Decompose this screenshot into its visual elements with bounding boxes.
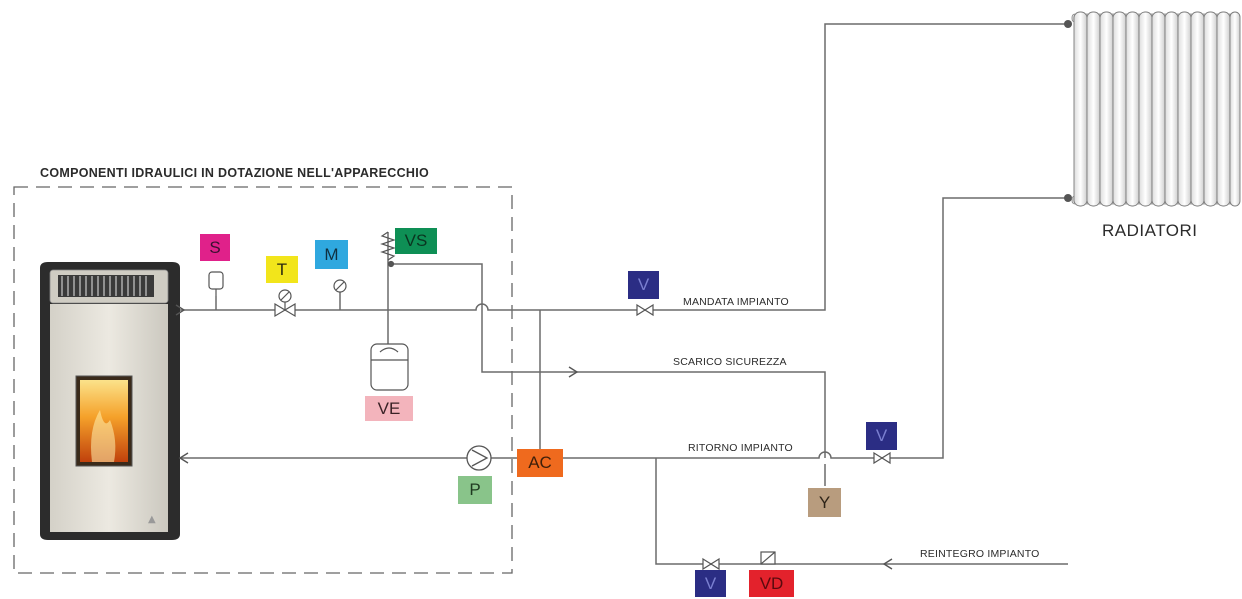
check-valve-icon — [760, 551, 776, 565]
component-v-supply-tag: V — [628, 271, 659, 299]
safety-discharge-pipe — [388, 263, 826, 458]
component-p-tag: P — [458, 476, 492, 504]
safety-valve-icon — [380, 231, 396, 268]
safety-discharge-label: SCARICO SICUREZZA — [673, 356, 787, 368]
flow-arrows — [175, 304, 893, 570]
supply-label: MANDATA IMPIANTO — [683, 296, 789, 308]
component-v-refill-tag: V — [695, 570, 726, 597]
pump-icon — [466, 445, 492, 471]
radiators-label: RADIATORI — [1102, 221, 1198, 240]
pressure-gauge-icon — [333, 279, 347, 293]
gate-valve-icon — [636, 303, 654, 317]
component-s-tag: S — [200, 234, 230, 261]
gate-valve-icon — [873, 451, 891, 465]
component-vd-tag: VD — [749, 570, 794, 597]
component-ve-tag: VE — [365, 396, 413, 421]
components-enclosure — [13, 186, 513, 574]
refill-label: REINTEGRO IMPIANTO — [920, 548, 1040, 560]
return-pipe — [180, 197, 1070, 459]
component-vs-tag: VS — [395, 228, 437, 254]
svg-text:▲: ▲ — [148, 514, 156, 525]
gate-valve-icon — [702, 557, 720, 571]
supply-pipe — [180, 23, 1070, 311]
radiator-icon — [1064, 11, 1241, 207]
component-m-tag: M — [315, 240, 348, 269]
component-y-tag: Y — [808, 488, 841, 517]
thermometer-sensor-icon — [208, 271, 224, 296]
expansion-vessel-icon — [370, 343, 409, 391]
refill-pipe — [655, 458, 1068, 565]
pipes — [180, 23, 1070, 565]
section-title: COMPONENTI IDRAULICI IN DOTAZIONE NELL'A… — [40, 166, 430, 180]
thermal-valve-icon — [274, 289, 296, 318]
pellet-stove: ▲ — [40, 262, 180, 540]
return-label: RITORNO IMPIANTO — [688, 442, 793, 454]
component-t-tag: T — [266, 256, 298, 283]
component-ac-tag: AC — [517, 449, 563, 477]
component-v-return-tag: V — [866, 422, 897, 450]
